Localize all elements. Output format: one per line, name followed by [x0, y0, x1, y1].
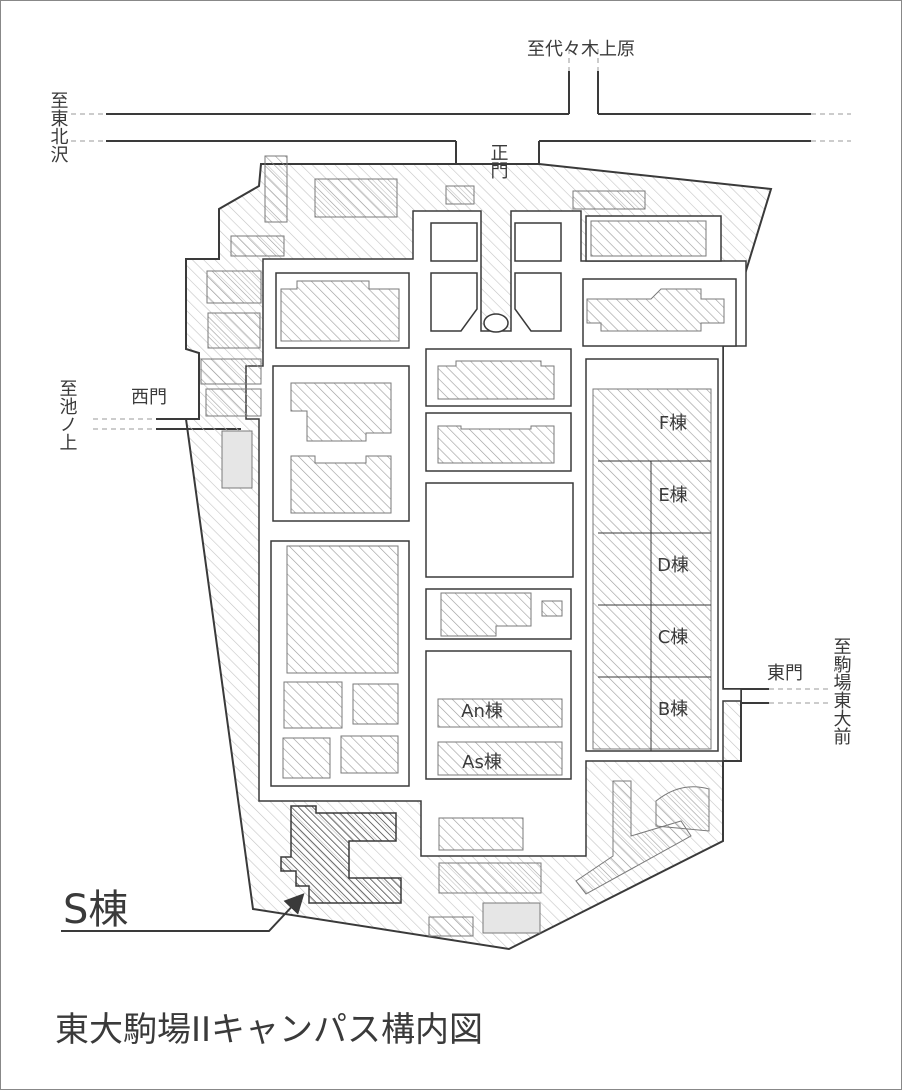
label-to-yoyogi-uehara: 至代々木上原	[527, 39, 635, 60]
map-title: 東大駒場IIキャンパス構内図	[55, 1010, 483, 1050]
label-building-d: D棟	[657, 555, 689, 576]
label-main-gate: 正門	[488, 143, 509, 179]
gray-blocks	[221, 430, 541, 934]
building-dividers	[598, 460, 711, 751]
s-arrow	[61, 893, 305, 932]
label-building-c: C棟	[658, 627, 689, 648]
label-to-higashi-kitazawa: 至東北沢	[48, 91, 69, 163]
label-east-gate: 東門	[767, 663, 803, 684]
road-dashes	[71, 49, 851, 704]
label-building-an: An棟	[461, 701, 503, 722]
label-building-b: B棟	[658, 699, 688, 720]
label-building-f: F棟	[659, 413, 687, 434]
label-building-as: As棟	[462, 752, 502, 773]
label-to-ikenoue: 至池ノ上	[57, 379, 78, 451]
label-to-komaba-todaimae: 至駒場東大前	[831, 637, 852, 745]
label-s-building: S棟	[63, 887, 128, 933]
s-building[interactable]	[280, 805, 402, 904]
label-west-gate: 西門	[131, 387, 167, 408]
label-building-e: E棟	[658, 485, 687, 506]
hatched-buildings	[200, 155, 725, 937]
